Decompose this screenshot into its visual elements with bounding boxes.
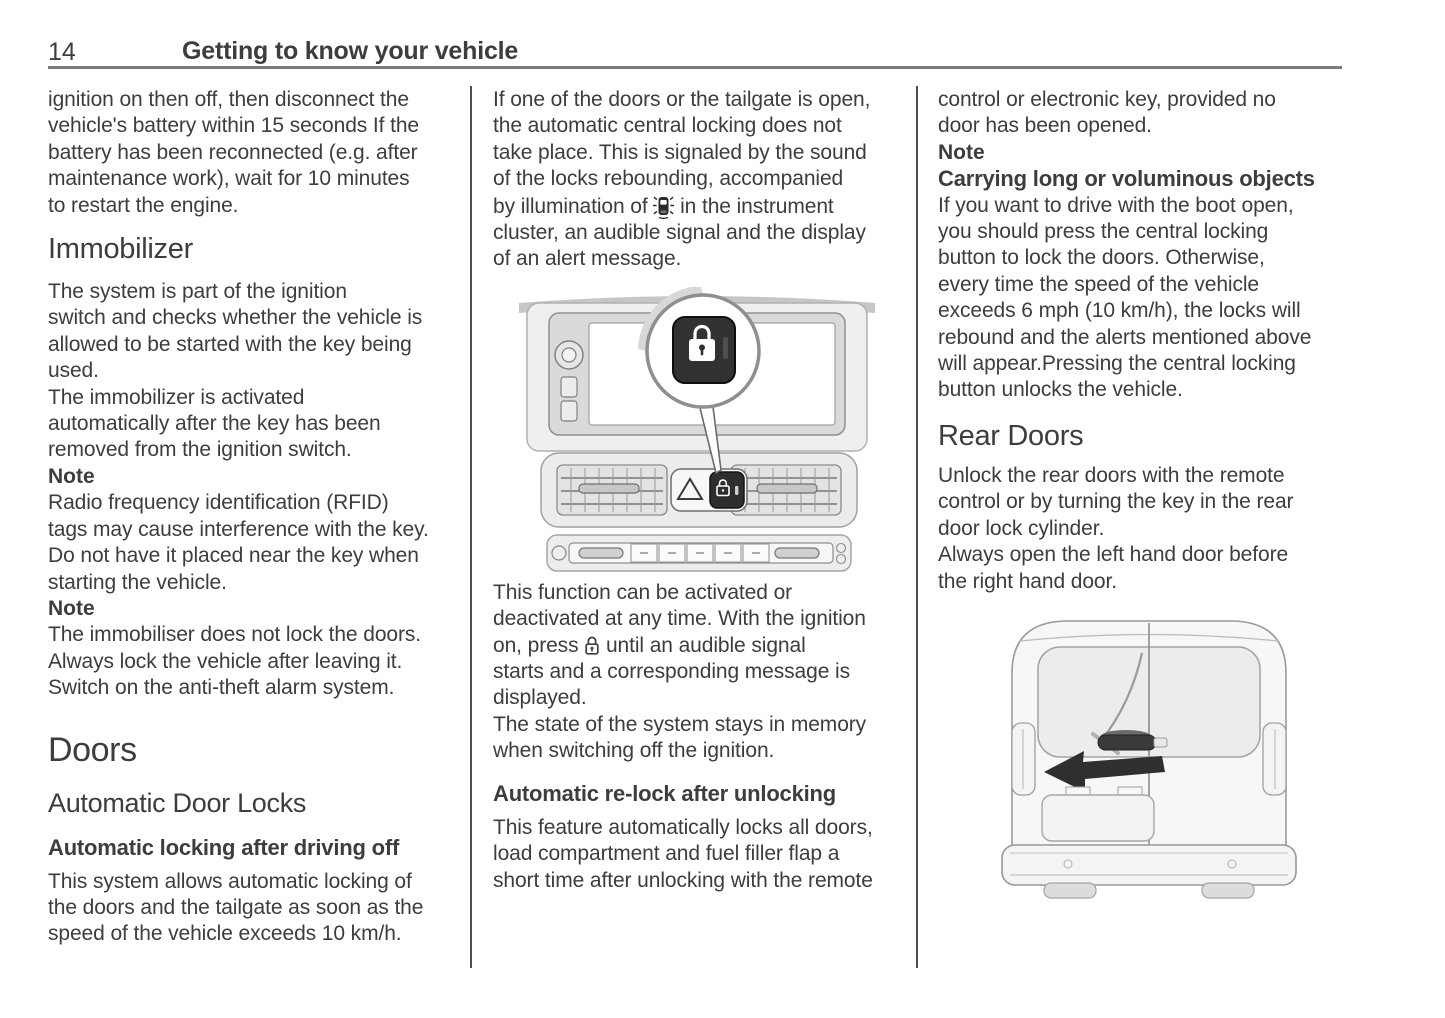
column-divider-2 — [916, 86, 918, 968]
right-wheel — [1201, 882, 1255, 899]
left-wheel — [1043, 882, 1097, 899]
center-console-figure — [493, 273, 917, 580]
paragraph-central-locking-alert: If one of the doors or the tailgate is o… — [493, 87, 917, 273]
lock-button-callout — [638, 285, 761, 409]
heading-immobilizer: Immobilizer — [48, 233, 193, 266]
column-divider-1 — [470, 86, 472, 968]
heading-rear-doors: Rear Doors — [938, 419, 1084, 452]
paragraph-text: in the instrument cluster, an audible si… — [493, 194, 866, 271]
paragraph-text: until an audible signal starts and a cor… — [493, 633, 867, 763]
subheading-automatic-locking: Automatic locking after driving off — [48, 834, 400, 860]
open-direction-arrow — [1044, 750, 1165, 792]
note-title-carrying-objects: Carrying long or voluminous objects — [938, 166, 1315, 192]
heading-automatic-door-locks: Automatic Door Locks — [48, 787, 307, 818]
subheading-auto-relock: Automatic re-lock after unlocking — [493, 780, 837, 806]
header-rule — [48, 66, 1342, 69]
licence-plate-recess — [1041, 786, 1155, 842]
rear-bumper — [1001, 844, 1297, 886]
paragraph-remote-continued: control or electronic key, provided no d… — [938, 88, 1276, 138]
central-locking-button — [709, 471, 745, 509]
paragraph-boot-open: If you want to drive with the boot open,… — [938, 193, 1312, 402]
van-rear-figure — [938, 595, 1362, 904]
left-air-vent — [556, 464, 668, 516]
note-label: Note — [48, 464, 95, 488]
paragraph-rear-doors: Unlock the rear doors with the remote co… — [938, 463, 1294, 593]
chapter-title: Getting to know your vehicle — [182, 37, 519, 65]
note-label: Note — [48, 596, 95, 620]
page-number: 14 — [48, 38, 76, 66]
paragraph-function-toggle: This function can be activated or deacti… — [493, 580, 917, 765]
padlock-icon — [689, 324, 715, 361]
paragraph-battery: ignition on then off, then disconnect th… — [48, 88, 420, 217]
column-3: control or electronic key, provided no d… — [938, 87, 1362, 904]
note-text-immobiliser: The immobiliser does not lock the doors.… — [48, 623, 422, 700]
paragraph-immobilizer-1: The system is part of the ignition switc… — [48, 280, 423, 383]
center-console-illustration — [519, 285, 875, 572]
paragraph-text: If one of the doors or the tailgate is o… — [493, 88, 871, 218]
heading-doors: Doors — [48, 730, 137, 769]
vehicle-deadlock-indicator-icon — [653, 196, 675, 219]
note-text-rfid: Radio frequency identification (RFID) ta… — [48, 491, 429, 594]
column-2: If one of the doors or the tailgate is o… — [493, 87, 917, 894]
paragraph-text: This function can be activated or deacti… — [493, 580, 866, 657]
paragraph-auto-relock: This feature automatically locks all doo… — [493, 815, 873, 892]
paragraph-immobilizer-2: The immobilizer is activated automatical… — [48, 385, 381, 462]
note-label: Note — [938, 140, 985, 164]
van-rear-illustration — [1001, 620, 1297, 899]
column-1: ignition on then off, then disconnect th… — [48, 87, 472, 948]
hazard-warning-button — [676, 476, 704, 500]
padlock-icon — [585, 636, 599, 655]
right-air-vent — [730, 464, 842, 516]
door-handle — [1097, 729, 1168, 751]
paragraph-automatic-locking: This system allows automatic locking of … — [48, 869, 424, 946]
